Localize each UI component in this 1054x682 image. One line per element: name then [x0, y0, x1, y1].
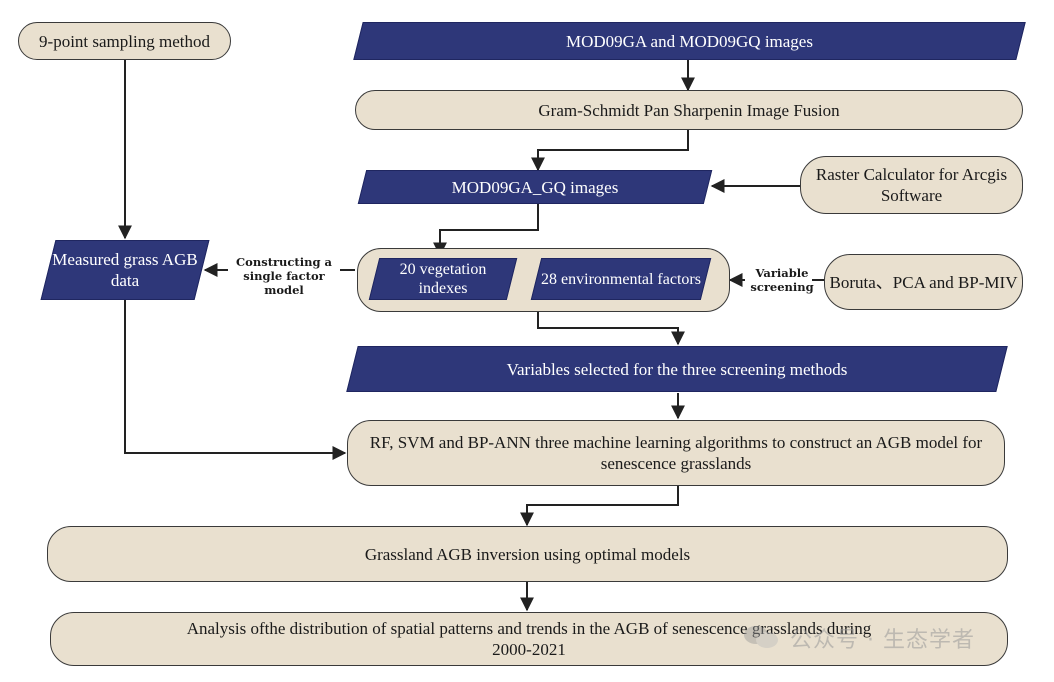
- mod-gq-images-label: MOD09GA_GQ images: [451, 177, 619, 197]
- mod-gq-images-box: MOD09GA_GQ images: [362, 170, 708, 204]
- fusion-label: Gram-Schmidt Pan Sharpenin Image Fusion: [538, 100, 840, 120]
- inversion-label: Grassland AGB inversion using optimal mo…: [364, 544, 691, 564]
- mod-images-box: MOD09GA and MOD09GQ images: [358, 22, 1021, 60]
- boruta-box: Boruta、PCA and BP-MIV: [824, 254, 1023, 310]
- wechat-icon: [744, 626, 778, 648]
- ml-model-label: RF, SVM and BP-ANN three machine learnin…: [369, 433, 983, 473]
- arrow-ml-to-inversion: [520, 485, 679, 527]
- variable-screening-label: Variable screening: [750, 266, 814, 294]
- boruta-label: Boruta、PCA and BP-MIV: [829, 272, 1018, 292]
- single-factor-model-label: Constructing a single factor model: [236, 255, 332, 297]
- arrow-fusion-to-gq: [531, 130, 689, 172]
- arrow-measured-to-ml: [124, 300, 347, 460]
- environmental-factors-box: 28 environmental factors: [536, 258, 706, 300]
- raster-calculator-label: Raster Calculator for Arcgis Software: [815, 165, 1008, 205]
- arrow-vars-to-selected: [537, 312, 685, 346]
- raster-calculator-box: Raster Calculator for Arcgis Software: [800, 156, 1023, 214]
- vegetation-indexes-box: 20 vegetation indexes: [374, 258, 512, 300]
- vegetation-indexes-label: 20 vegetation indexes: [399, 261, 487, 297]
- mod-images-label: MOD09GA and MOD09GQ images: [566, 31, 813, 51]
- arrow-gq-to-vars: [433, 204, 539, 257]
- environmental-factors-label: 28 environmental factors: [541, 270, 701, 288]
- inversion-box: Grassland AGB inversion using optimal mo…: [47, 526, 1008, 582]
- sampling-method-label: 9-point sampling method: [39, 31, 210, 51]
- sampling-method-box: 9-point sampling method: [18, 22, 231, 60]
- ml-model-box: RF, SVM and BP-ANN three machine learnin…: [347, 420, 1005, 486]
- measured-agb-box: Measured grass AGB data: [48, 240, 202, 300]
- selected-variables-box: Variables selected for the three screeni…: [352, 346, 1002, 392]
- analysis-label: Analysis ofthe distribution of spatial p…: [186, 619, 872, 659]
- analysis-box: Analysis ofthe distribution of spatial p…: [50, 612, 1008, 666]
- fusion-box: Gram-Schmidt Pan Sharpenin Image Fusion: [355, 90, 1023, 130]
- selected-variables-label: Variables selected for the three screeni…: [506, 359, 848, 379]
- measured-agb-label: Measured grass AGB data: [52, 250, 198, 290]
- watermark-text: 公众号 · 生态学者: [790, 628, 975, 653]
